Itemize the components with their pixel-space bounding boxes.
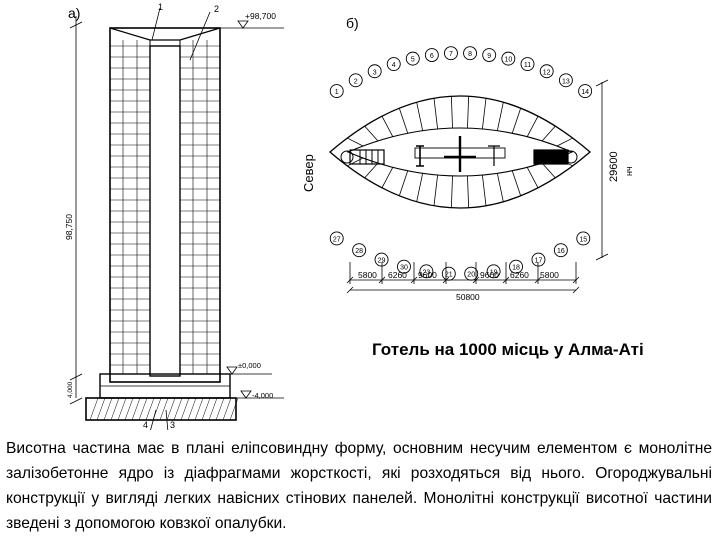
dim-2: 6260 xyxy=(388,270,407,280)
axis-bubble: 19 xyxy=(486,264,501,279)
axis-bubble: 28 xyxy=(352,243,367,258)
axis-bubble: 1 xyxy=(329,84,344,99)
svg-text:14: 14 xyxy=(581,89,589,96)
corridor-outline xyxy=(346,127,574,177)
foundation-hatch xyxy=(89,397,239,421)
svg-text:10: 10 xyxy=(504,57,512,64)
panel-label-a: а) xyxy=(68,5,80,21)
dim-ticks xyxy=(346,262,580,294)
svg-text:1: 1 xyxy=(335,89,339,96)
total-height-label: 98,750 xyxy=(64,214,74,240)
axis-bubble: 23 xyxy=(419,264,434,279)
panel-label-b: б) xyxy=(346,15,359,31)
svg-text:5: 5 xyxy=(411,57,415,64)
axis-bubble: 3 xyxy=(367,64,382,79)
axis-bubble: 15 xyxy=(576,231,591,246)
callout-2: 2 xyxy=(214,4,219,14)
top-level-mark: +98,700 xyxy=(245,11,276,21)
elevation-figure: а) 98,750 4,000 +98,700 ±0,000 xyxy=(64,2,284,430)
hotel-drawings: а) 98,750 4,000 +98,700 ±0,000 xyxy=(64,2,634,430)
axis-bubble: 10 xyxy=(501,51,516,66)
stair-core-left xyxy=(340,149,385,165)
description-paragraph: Висотна частина має в плані еліпсовиндну… xyxy=(6,440,712,532)
plan-width-sub: нч xyxy=(624,166,634,176)
svg-text:13: 13 xyxy=(562,78,570,85)
axis-bubble: 9 xyxy=(482,48,497,62)
svg-text:8: 8 xyxy=(468,51,472,58)
axis-bubble: 2 xyxy=(348,73,363,88)
svg-text:18: 18 xyxy=(512,265,520,272)
axis-bubble: 17 xyxy=(531,252,546,267)
axis-bubble: 12 xyxy=(539,64,554,79)
axis-bubble: 6 xyxy=(424,48,439,62)
callout-1: 1 xyxy=(158,2,163,12)
dim-5: 6260 xyxy=(510,270,529,280)
axis-bubble: 29 xyxy=(374,252,389,267)
svg-text:20: 20 xyxy=(467,272,475,279)
axis-bubble: 7 xyxy=(443,46,458,61)
svg-text:3: 3 xyxy=(373,69,377,76)
axis-bubble: 8 xyxy=(463,46,478,61)
plan-width-label: 29600 xyxy=(608,151,620,182)
zero-level-mark: ±0,000 xyxy=(238,361,261,370)
dim-6: 5800 xyxy=(540,270,559,280)
axis-bubble: 11 xyxy=(520,57,535,71)
svg-text:6: 6 xyxy=(430,53,434,60)
dim-4: 9600 xyxy=(480,270,499,280)
svg-text:9: 9 xyxy=(487,53,491,60)
svg-text:29: 29 xyxy=(378,258,386,265)
tower-crown xyxy=(109,27,221,41)
axis-bubble: 16 xyxy=(553,243,568,258)
svg-text:28: 28 xyxy=(355,248,363,255)
svg-text:2: 2 xyxy=(354,78,358,85)
central-core xyxy=(414,136,506,172)
callout-3: 3 xyxy=(170,420,175,430)
svg-text:30: 30 xyxy=(400,265,408,272)
axis-bubble: 5 xyxy=(405,51,420,66)
svg-text:27: 27 xyxy=(333,236,341,243)
axis-bubble: 18 xyxy=(509,259,523,274)
axis-bubble: 13 xyxy=(558,73,573,88)
dim-3: 9600 xyxy=(418,270,437,280)
axis-bubble: 21 xyxy=(441,266,456,281)
axis-bubble: 27 xyxy=(329,231,344,246)
core-slot xyxy=(149,45,181,377)
plinth-height-label: 4,000 xyxy=(67,381,74,398)
svg-text:21: 21 xyxy=(445,272,453,279)
svg-text:19: 19 xyxy=(490,269,498,276)
tower-outline xyxy=(109,27,221,383)
callout-4: 4 xyxy=(143,420,148,430)
room-partitions xyxy=(347,96,573,208)
svg-text:4: 4 xyxy=(392,62,396,69)
dim-1: 5800 xyxy=(358,270,377,280)
svg-text:15: 15 xyxy=(579,236,587,243)
plan-outline xyxy=(329,95,591,209)
axis-bubble: 30 xyxy=(397,259,411,274)
stair-core-right xyxy=(533,149,578,165)
base-level-mark: -4,000 xyxy=(252,391,273,400)
figure-caption: Готель на 1000 місць у Алма-Аті xyxy=(372,340,644,359)
north-label: Север xyxy=(301,154,316,192)
axis-bubble: 4 xyxy=(386,57,401,71)
svg-text:17: 17 xyxy=(535,258,543,265)
dim-total: 50800 xyxy=(456,292,480,302)
facade-grid xyxy=(110,40,220,374)
svg-text:16: 16 xyxy=(557,248,565,255)
svg-text:12: 12 xyxy=(543,69,551,76)
axis-bubble: 14 xyxy=(578,84,593,99)
svg-text:7: 7 xyxy=(449,51,453,58)
svg-text:23: 23 xyxy=(422,269,430,276)
svg-text:11: 11 xyxy=(524,62,531,69)
